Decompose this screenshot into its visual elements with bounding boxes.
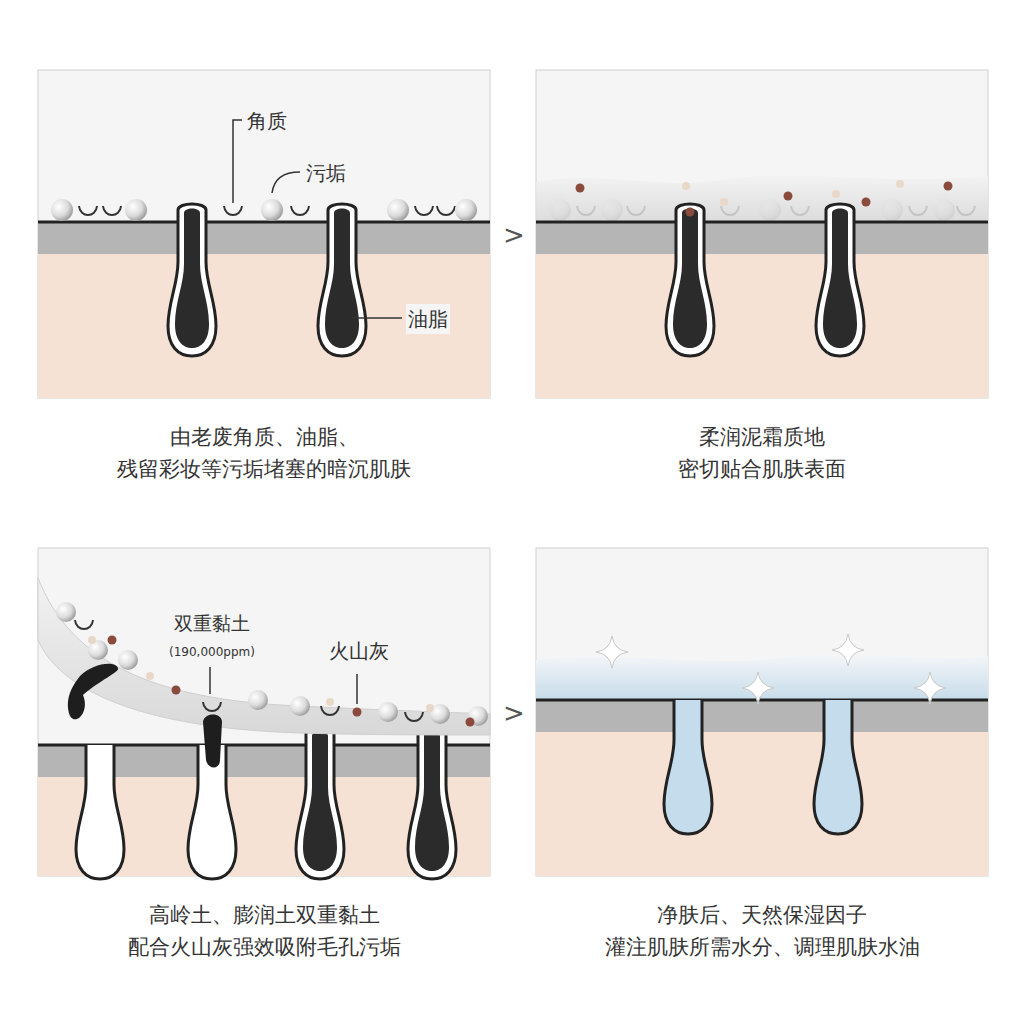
ash-dot <box>576 184 585 193</box>
clay-dot <box>88 636 96 644</box>
callout-label: 火山灰 <box>327 636 391 666</box>
grime-ball <box>290 696 310 716</box>
callout-label: 角质 <box>245 106 289 136</box>
grime-particles <box>51 199 477 221</box>
keratin-flake <box>79 206 97 215</box>
callout-label: 污垢 <box>304 158 348 188</box>
keratin-flake <box>321 706 339 715</box>
ash-dot <box>784 192 793 201</box>
keratin-flake <box>415 206 433 215</box>
panel-caption: 净肤后、天然保湿因子 灌注肌肤所需水分、调理肌肤水油 <box>592 900 932 963</box>
panel-caption: 柔润泥霜质地 密切贴合肌肤表面 <box>662 422 862 485</box>
ash-dot <box>353 708 362 717</box>
skin-panel <box>38 70 490 398</box>
grime-ball <box>125 199 147 221</box>
grime-ball <box>387 199 409 221</box>
panel-caption: 高岭土、膨润土双重黏土 配合火山灰强效吸附毛孔污垢 <box>124 900 404 963</box>
skin-panel <box>536 70 988 398</box>
keratin-flake <box>203 702 221 711</box>
keratin-flake <box>103 206 121 215</box>
skin-panel <box>536 548 988 876</box>
callout-label: 双重黏土 <box>172 609 252 638</box>
grime-ball <box>248 690 268 710</box>
grime-ball <box>118 650 138 670</box>
clay-dot <box>682 182 690 190</box>
ash-dot <box>862 198 871 207</box>
clay-dot <box>326 698 334 706</box>
cream-particles <box>576 180 953 217</box>
grime-ball <box>51 199 73 221</box>
grime-ball <box>261 199 283 221</box>
keratin-flake <box>75 620 93 629</box>
keratin-flake <box>405 712 423 721</box>
callout-label: 油脂 <box>406 304 450 334</box>
ash-dot <box>686 208 695 217</box>
lifted-grime <box>56 602 488 727</box>
keratin-flake <box>437 206 455 215</box>
keratin-flake <box>224 206 242 215</box>
ash-dot <box>944 182 953 191</box>
clay-dot <box>146 672 154 680</box>
step-arrow: > <box>503 216 525 255</box>
panel-caption: 由老废角质、油脂、 残留彩妆等污垢堵塞的暗沉肌肤 <box>99 422 429 485</box>
ash-dot <box>108 636 117 645</box>
step-arrow: > <box>503 694 525 733</box>
callout-label: (190,000ppm) <box>167 643 257 661</box>
skin-panel <box>38 548 490 879</box>
clay-dot <box>832 190 840 198</box>
grime-ball <box>455 199 477 221</box>
clay-dot <box>896 180 904 188</box>
clay-dot <box>426 704 434 712</box>
clay-dot <box>720 198 728 206</box>
grime-ball <box>378 702 398 722</box>
keratin-flake <box>291 206 309 215</box>
ash-dot <box>172 686 181 695</box>
grime-ball <box>56 602 76 622</box>
ash-dot <box>466 718 475 727</box>
